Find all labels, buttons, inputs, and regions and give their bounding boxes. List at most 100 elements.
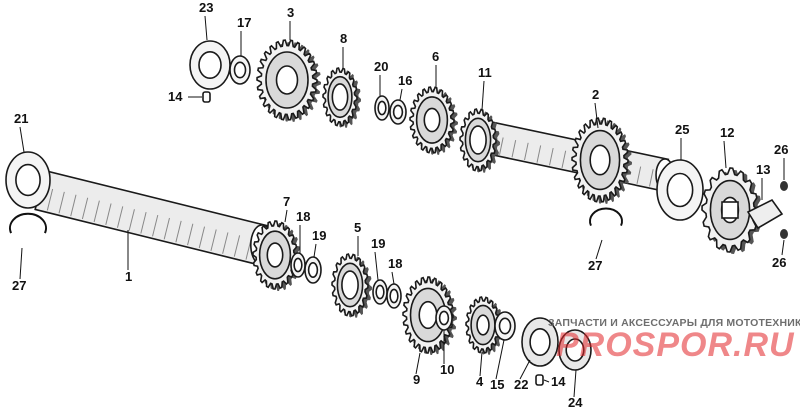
gear-4-hub [476, 314, 490, 336]
gear-11-hub [469, 125, 487, 155]
countershaft-spline [536, 145, 542, 163]
leader-line-p9 [415, 352, 421, 375]
watermark-logo: PROSPOR.RU [556, 326, 795, 364]
circlip-27a [9, 212, 47, 234]
part-label-p12: 12 [720, 125, 734, 140]
leader-line-p14b [543, 379, 550, 383]
part-label-p1: 1 [125, 269, 132, 284]
bearing-22-inner [529, 327, 551, 356]
mainshaft-spline [163, 217, 170, 240]
part-label-p20: 20 [374, 59, 388, 74]
washer-15-inner [498, 317, 512, 335]
countershaft-spline [649, 169, 654, 187]
part-label-p24: 24 [568, 395, 583, 410]
gear-7 [252, 220, 301, 291]
washer-16-inner [392, 104, 404, 120]
circlip-19b [372, 279, 388, 305]
leader-line-p7 [284, 209, 288, 223]
leader-line-p18b [391, 271, 395, 285]
part-label-p25: 25 [675, 122, 689, 137]
part-label-p19b: 19 [371, 236, 385, 251]
part-label-p18a: 18 [296, 209, 310, 224]
washer-18a [290, 252, 306, 278]
bushing-10 [435, 305, 453, 331]
washer-18b [386, 283, 402, 309]
part-label-p10: 10 [440, 362, 454, 377]
part-label-p2: 2 [592, 87, 599, 102]
washer-17 [229, 55, 251, 85]
mainshaft-body [34, 169, 268, 266]
mainshaft-spline [128, 209, 135, 231]
circlip-19a-inner [307, 262, 319, 278]
leader-line-p21 [19, 126, 25, 153]
gear-5 [331, 253, 372, 318]
part-label-p9: 9 [413, 372, 420, 387]
mainshaft-spline [210, 229, 217, 252]
bearing-22 [521, 317, 559, 367]
part-label-p17: 17 [237, 15, 251, 30]
leader-line-p16 [399, 88, 403, 101]
bolt-26b [780, 229, 788, 239]
mainshaft-spline [140, 212, 147, 234]
circlip-20 [374, 95, 390, 121]
part-label-p13: 13 [756, 162, 770, 177]
countershaft-spline [561, 150, 567, 169]
part-label-p14b: 14 [551, 374, 566, 389]
part-label-p4: 4 [476, 374, 484, 389]
part-label-p11: 11 [478, 65, 492, 80]
countershaft-spline [511, 140, 517, 158]
gear-2-hub [589, 144, 611, 176]
part-label-p23: 23 [199, 0, 213, 15]
mainshaft-spline [81, 197, 89, 220]
mainshaft-spline [46, 188, 54, 211]
pin-14a [202, 91, 211, 103]
leader-line-p2 [594, 102, 599, 129]
part-label-p5: 5 [354, 220, 361, 235]
mainshaft-spline [152, 214, 159, 237]
gear-8-hub [331, 83, 349, 111]
gear-3-hub [275, 65, 299, 95]
part-labels: 1234567891011121314141516171818191920212… [12, 0, 788, 410]
mainshaft-spline [175, 220, 182, 243]
leader-line-p4 [479, 351, 483, 377]
leader-line-p23 [204, 15, 208, 41]
circlip-27b [589, 207, 623, 227]
part-label-p22: 22 [514, 377, 528, 392]
bushing-10-inner [438, 310, 450, 326]
washer-17-inner [233, 61, 247, 79]
washer-18b-inner [389, 288, 399, 304]
watermark-text: ЗАПЧАСТИ И АКСЕССУАРЫ ДЛЯ МОТОТЕХНИКИ [548, 317, 800, 329]
leader-line-p27b [595, 239, 603, 260]
bearing-24 [558, 329, 592, 371]
leader-line-p27a [19, 247, 23, 280]
parts-artwork [5, 39, 788, 386]
leader-line-p19a [313, 243, 317, 258]
part-label-p15: 15 [490, 377, 504, 392]
leader-line-p12 [723, 140, 727, 169]
washer-18a-inner [293, 257, 303, 273]
bearing-21-inner [15, 163, 41, 197]
mainshaft-spline [70, 194, 77, 217]
circlip-19b-inner [375, 284, 385, 300]
gear-5-hub [341, 270, 359, 300]
gear-11 [459, 108, 500, 173]
countershaft-spline [499, 137, 504, 155]
leader-line-p15 [495, 339, 505, 380]
gear-9-hub [418, 300, 438, 330]
bolt-26a [780, 181, 788, 191]
part-label-p16: 16 [398, 73, 412, 88]
bearing-25 [656, 159, 704, 221]
leader-line-p19b [374, 251, 379, 281]
gear-6-hub [423, 107, 441, 133]
gear-3 [256, 39, 321, 122]
leader-line-p26b [781, 239, 785, 256]
bearing-24-inner [565, 338, 585, 362]
mainshaft-spline [187, 223, 194, 246]
leader-line-p11 [481, 80, 485, 111]
part-label-p18b: 18 [388, 256, 402, 271]
pin-14b [535, 374, 544, 386]
gear-2 [571, 117, 632, 204]
countershaft-spline [549, 147, 554, 166]
washer-16 [389, 99, 407, 125]
